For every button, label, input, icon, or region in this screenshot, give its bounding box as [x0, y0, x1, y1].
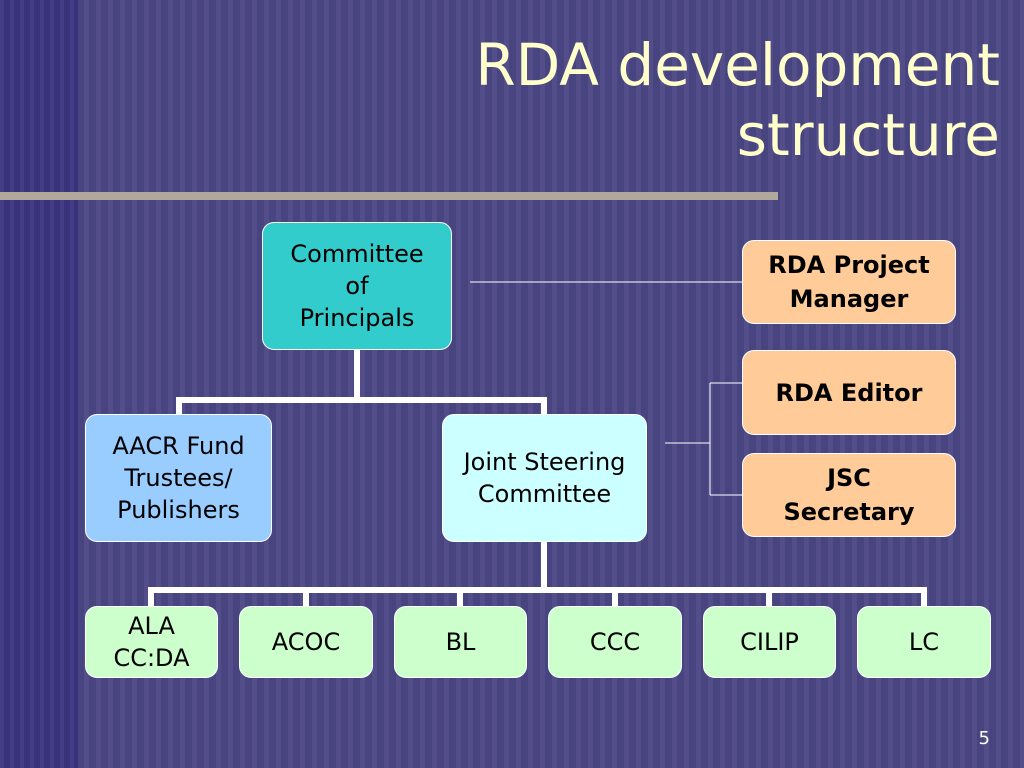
member-label: CCC — [589, 628, 641, 656]
committee-of-principals-box: Committee of Principals — [262, 222, 452, 350]
title-line-1: RDA development — [475, 31, 1000, 99]
aacr-fund-label: AACR Fund Trustees/ Publishers — [112, 432, 245, 524]
title-line-2: structure — [736, 101, 1000, 169]
member-label: ACOC — [271, 628, 341, 656]
member-box-cilip: CILIP — [703, 606, 836, 678]
jsc-secretary-box: JSC Secretary — [742, 453, 956, 537]
rda-project-manager-label: RDA Project Manager — [768, 251, 930, 313]
member-label: CILIP — [740, 628, 799, 656]
rda-editor-label: RDA Editor — [775, 378, 923, 407]
rda-editor-box: RDA Editor — [742, 350, 956, 435]
jsc-secretary-label: JSC Secretary — [783, 464, 915, 526]
slide-title: RDA development structure — [360, 30, 1000, 170]
member-box-ala: ALA CC:DA — [85, 606, 218, 678]
title-divider — [0, 192, 778, 200]
committee-of-principals-label: Committee of Principals — [290, 240, 424, 332]
member-label: ALA CC:DA — [113, 612, 190, 672]
page-number: 5 — [978, 728, 990, 749]
member-label: LC — [908, 628, 940, 656]
rda-project-manager-box: RDA Project Manager — [742, 240, 956, 324]
joint-steering-committee-label: Joint Steering Committee — [463, 448, 626, 508]
left-decorative-band — [0, 0, 78, 768]
member-label: BL — [445, 628, 476, 656]
aacr-fund-box: AACR Fund Trustees/ Publishers — [85, 414, 272, 542]
member-box-acoc: ACOC — [239, 606, 373, 678]
member-box-ccc: CCC — [548, 606, 682, 678]
member-box-lc: LC — [857, 606, 991, 678]
member-box-bl: BL — [394, 606, 527, 678]
joint-steering-committee-box: Joint Steering Committee — [442, 414, 647, 542]
